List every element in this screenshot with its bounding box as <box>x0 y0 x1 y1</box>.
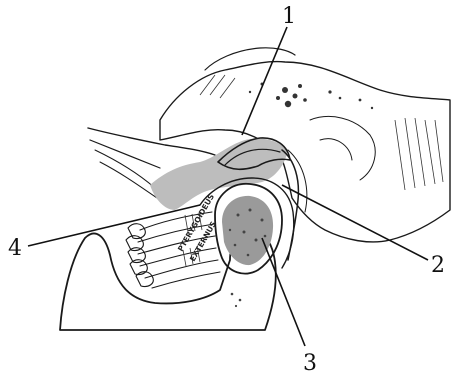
leader-line-4 <box>28 205 200 246</box>
leader-line-1 <box>242 27 287 135</box>
ramus-dots <box>231 293 242 307</box>
label-4: 4 <box>8 236 22 261</box>
label-3: 3 <box>303 351 317 376</box>
label-2: 2 <box>431 253 445 278</box>
bone-texture <box>249 83 373 110</box>
label-1: 1 <box>282 4 296 29</box>
leader-line-2 <box>282 185 428 260</box>
leader-line-3 <box>262 238 305 346</box>
